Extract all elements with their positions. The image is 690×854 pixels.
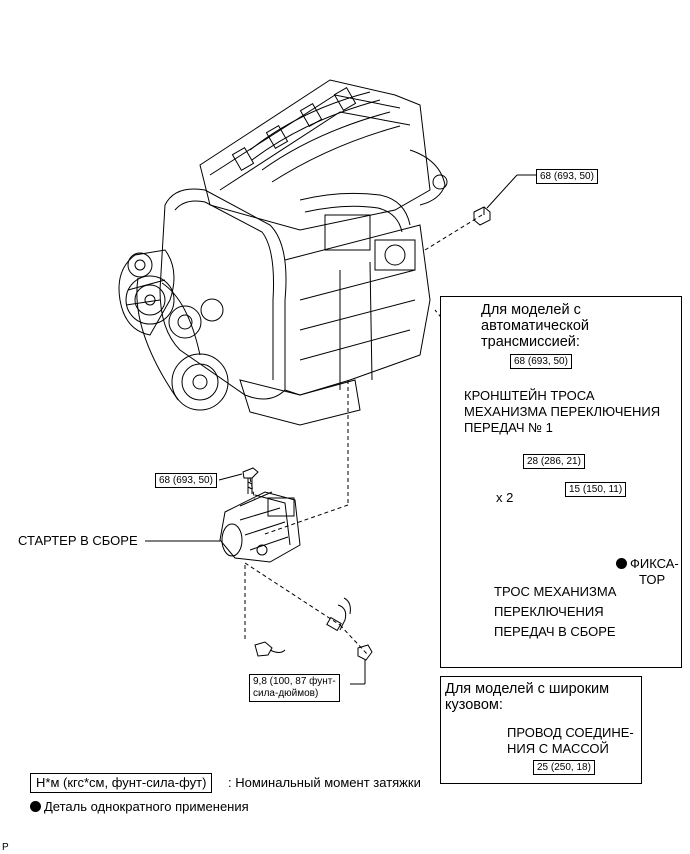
at-models-heading-line3: трансмиссией: [481, 334, 580, 350]
cable-label-line1: ТРОС МЕХАНИЗМА [494, 584, 617, 599]
wide-body-heading-line1: Для моделей с широким [445, 681, 610, 697]
terminal-wire [254, 597, 373, 661]
torque-engine-bracket: 68 (693, 50) [536, 169, 598, 184]
legend-nonreusable-text: Деталь однократного применения [44, 799, 249, 814]
nonreusable-legend-dot-icon [30, 801, 41, 812]
bolt-multiplier-label: x 2 [496, 490, 514, 505]
ground-wire-label-line1: ПРОВОД СОЕДИНЕ- [507, 725, 634, 740]
bracket-label-line2: МЕХАНИЗМА ПЕРЕКЛЮЧЕНИЯ [464, 404, 661, 419]
torque-terminal-nut-line2: сила-дюймов) [253, 688, 319, 699]
torque-ground-wire: 25 (250, 18) [533, 760, 595, 775]
clip-label-line1: ФИКСА- [630, 556, 679, 571]
clip-label: ФИКСА- [616, 556, 679, 572]
starter-bolt [242, 467, 259, 494]
legend-units-box: Н*м (кгс*см, фунт-сила-фут) [30, 773, 213, 793]
torque-terminal-nut: 9,8 (100, 87 фунт- сила-дюймов) [249, 674, 340, 702]
wide-body-heading-line2: кузовом: [445, 697, 503, 713]
engine-bracket-bolt [473, 206, 491, 226]
starter-illustration [219, 491, 301, 563]
clip-label-line2: ТОР [639, 572, 666, 587]
legend-nonreusable: Деталь однократного применения [30, 799, 249, 815]
torque-terminal-nut-line1: 9,8 (100, 87 фунт- [253, 676, 336, 687]
nonreusable-dot-icon [616, 558, 627, 569]
cable-label-line2: ПЕРЕКЛЮЧЕНИЯ [494, 604, 604, 619]
cable-label-line3: ПЕРЕДАЧ В СБОРЕ [494, 624, 616, 639]
bracket-label-line1: КРОНШТЕЙН ТРОСА [464, 388, 595, 403]
torque-at-bracket: 68 (693, 50) [510, 354, 572, 369]
at-models-heading-line1: Для моделей с [481, 302, 581, 318]
legend-units-description: : Номинальный момент затяжки [228, 775, 421, 790]
starter-assembly-label: СТАРТЕР В СБОРЕ [18, 533, 138, 548]
torque-starter-bolt: 68 (693, 50) [155, 473, 217, 488]
bracket-label-line3: ПЕРЕДАЧ № 1 [464, 420, 553, 435]
torque-cable-bracket: 28 (286, 21) [523, 454, 585, 469]
ground-wire-label-line2: НИЯ С МАССОЙ [507, 741, 609, 756]
torque-cable-bolt: 15 (150, 11) [565, 482, 627, 497]
corner-mark: P [2, 842, 9, 853]
engine-illustration [118, 79, 448, 426]
at-models-heading-line2: автоматической [481, 318, 589, 334]
